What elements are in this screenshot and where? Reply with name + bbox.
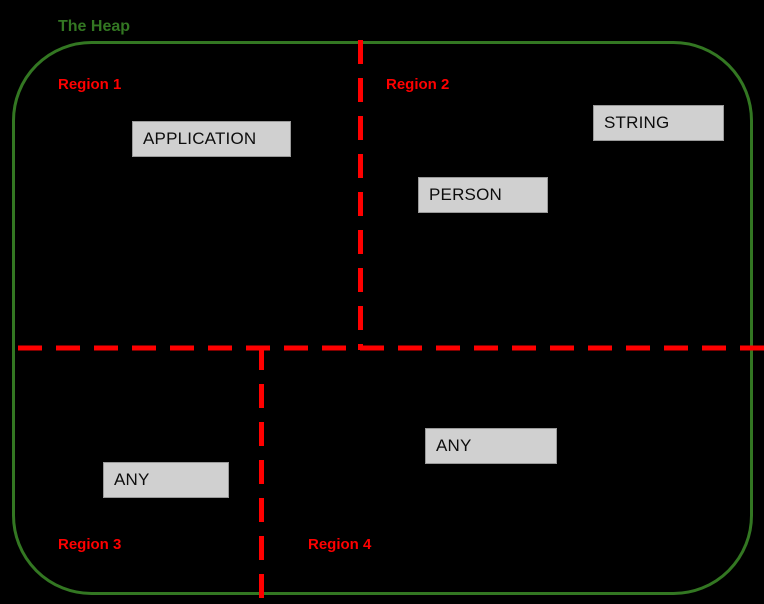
region-label-region-4: Region 4 <box>308 536 372 553</box>
region-label-region-2: Region 2 <box>386 76 450 93</box>
object-box-string: STRING <box>593 105 724 141</box>
object-box-application: APPLICATION <box>132 121 291 157</box>
region-label-region-3: Region 3 <box>58 536 122 553</box>
object-box-any-region-4: ANY <box>425 428 557 464</box>
heap-boundary-rect <box>12 41 753 595</box>
region-label-region-1: Region 1 <box>58 76 122 93</box>
heap-title: The Heap <box>58 18 131 35</box>
object-box-any-region-3: ANY <box>103 462 229 498</box>
object-box-person: PERSON <box>418 177 548 213</box>
